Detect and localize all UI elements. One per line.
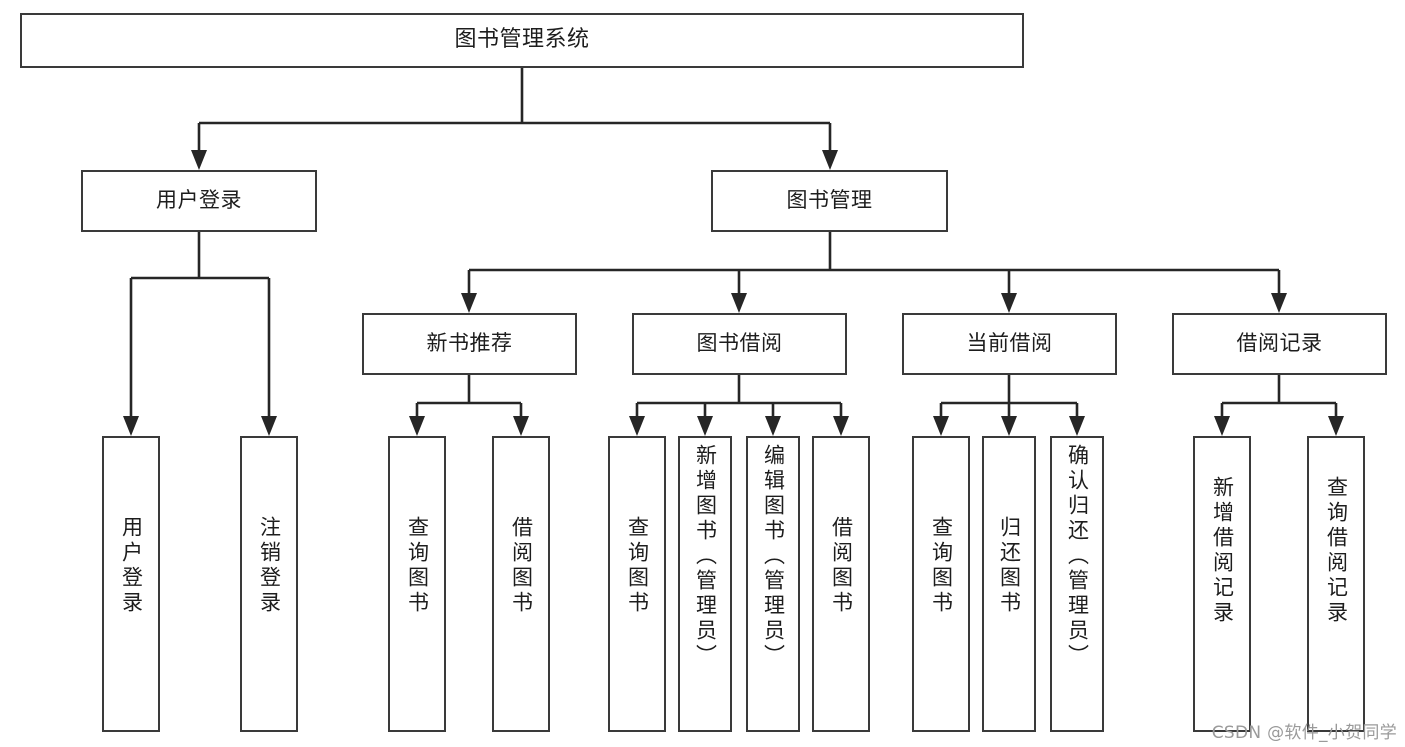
node-leaf-logout-login[interactable]: 注销登录 xyxy=(240,436,298,732)
node-current-borrow-label: 当前借阅 xyxy=(966,331,1053,356)
arrow-newbook-child-2 xyxy=(513,416,529,436)
node-leaf-edit-book-label: 编辑图书（管理员） xyxy=(761,444,786,669)
node-leaf-query-record[interactable]: 查询借阅记录 xyxy=(1307,436,1365,732)
arrow-newbook-child-1 xyxy=(409,416,425,436)
node-book-borrow[interactable]: 图书借阅 xyxy=(632,313,847,375)
arrow-bb-child-4 xyxy=(833,416,849,436)
node-user-login-label: 用户登录 xyxy=(156,188,242,213)
node-leaf-borrow-book-2[interactable]: 借阅图书 xyxy=(812,436,870,732)
arrow-bb-child-2 xyxy=(697,416,713,436)
arrow-userlogin-child-2 xyxy=(261,416,277,436)
arrow-cb-child-2 xyxy=(1001,416,1017,436)
arrow-cb-child-1 xyxy=(933,416,949,436)
node-leaf-add-record-label: 新增借阅记录 xyxy=(1210,476,1235,626)
node-leaf-query-book-3-label: 查询图书 xyxy=(929,516,954,616)
arrow-bm-to-currentborrow xyxy=(1001,293,1017,313)
node-book-borrow-label: 图书借阅 xyxy=(696,331,783,356)
arrow-root-to-bookmanage xyxy=(822,150,838,170)
node-leaf-query-book-3[interactable]: 查询图书 xyxy=(912,436,970,732)
node-root-label: 图书管理系统 xyxy=(454,27,590,53)
node-leaf-confirm-return-label: 确认归还（管理员） xyxy=(1065,444,1090,669)
arrow-br-child-1 xyxy=(1214,416,1230,436)
node-borrow-record[interactable]: 借阅记录 xyxy=(1172,313,1387,375)
node-borrow-record-label: 借阅记录 xyxy=(1236,331,1323,356)
arrow-bb-child-3 xyxy=(765,416,781,436)
node-leaf-query-book-1[interactable]: 查询图书 xyxy=(388,436,446,732)
node-leaf-query-book-2-label: 查询图书 xyxy=(625,516,650,616)
node-leaf-return-book[interactable]: 归还图书 xyxy=(982,436,1036,732)
node-leaf-add-book-label: 新增图书（管理员） xyxy=(693,444,718,669)
arrow-br-child-2 xyxy=(1328,416,1344,436)
arrow-bm-to-bookborrow xyxy=(731,293,747,313)
node-leaf-confirm-return[interactable]: 确认归还（管理员） xyxy=(1050,436,1104,732)
arrow-bm-to-borrowrecord xyxy=(1271,293,1287,313)
arrow-bm-to-newbook xyxy=(461,293,477,313)
node-leaf-add-book[interactable]: 新增图书（管理员） xyxy=(678,436,732,732)
node-leaf-edit-book[interactable]: 编辑图书（管理员） xyxy=(746,436,800,732)
node-book-manage[interactable]: 图书管理 xyxy=(711,170,948,232)
node-leaf-return-book-label: 归还图书 xyxy=(997,516,1022,616)
arrow-root-to-userlogin xyxy=(191,150,207,170)
node-new-book-recommend-label: 新书推荐 xyxy=(426,331,513,356)
node-leaf-logout-login-label: 注销登录 xyxy=(257,516,282,616)
node-book-manage-label: 图书管理 xyxy=(786,188,873,213)
node-current-borrow[interactable]: 当前借阅 xyxy=(902,313,1117,375)
node-new-book-recommend[interactable]: 新书推荐 xyxy=(362,313,577,375)
node-user-login[interactable]: 用户登录 xyxy=(81,170,317,232)
node-leaf-query-book-1-label: 查询图书 xyxy=(405,516,430,616)
node-leaf-query-record-label: 查询借阅记录 xyxy=(1324,476,1349,626)
arrow-cb-child-3 xyxy=(1069,416,1085,436)
arrow-userlogin-child-1 xyxy=(123,416,139,436)
node-leaf-user-login[interactable]: 用户登录 xyxy=(102,436,160,732)
node-leaf-borrow-book-2-label: 借阅图书 xyxy=(829,516,854,616)
node-leaf-borrow-book-1[interactable]: 借阅图书 xyxy=(492,436,550,732)
node-leaf-query-book-2[interactable]: 查询图书 xyxy=(608,436,666,732)
node-leaf-borrow-book-1-label: 借阅图书 xyxy=(509,516,534,616)
csdn-watermark: CSDN @软件_小贺同学 xyxy=(1211,723,1397,743)
node-root[interactable]: 图书管理系统 xyxy=(20,13,1024,68)
node-leaf-user-login-label: 用户登录 xyxy=(119,516,144,616)
node-leaf-add-record[interactable]: 新增借阅记录 xyxy=(1193,436,1251,732)
arrow-bb-child-1 xyxy=(629,416,645,436)
